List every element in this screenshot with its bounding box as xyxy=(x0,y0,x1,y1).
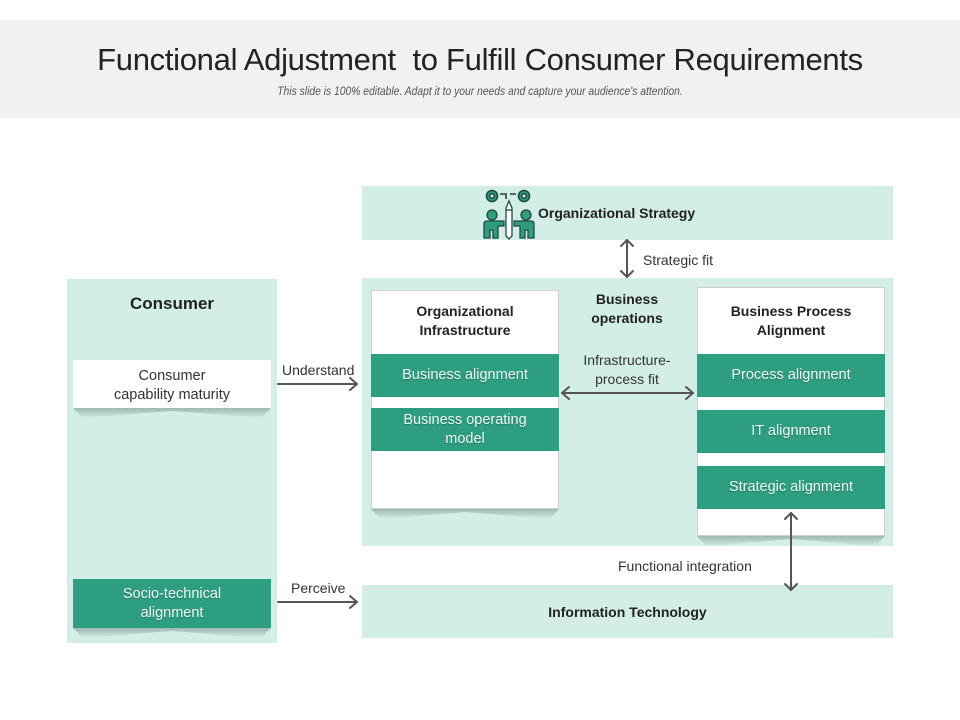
socio-line-1: Socio-technical xyxy=(122,585,222,602)
page-title: Functional Adjustment to Fulfill Consume… xyxy=(97,42,863,77)
bo-line-1: Business xyxy=(595,291,659,307)
ipf-line-1: Infrastructure- xyxy=(583,352,671,368)
understand-label: Understand xyxy=(282,362,355,378)
org-infra-title-line-1: Organizational xyxy=(416,303,514,319)
strategic-fit-label: Strategic fit xyxy=(643,252,714,268)
business-operations-title: Business operations xyxy=(567,290,687,328)
bo-line-2: operations xyxy=(591,310,663,326)
functional-integration-label: Functional integration xyxy=(618,558,752,574)
it-alignment-box: IT alignment xyxy=(697,410,885,453)
information-technology-box xyxy=(362,585,893,638)
strategic-fit-arrow xyxy=(620,239,634,278)
organizational-infrastructure-title: Organizational Infrastructure xyxy=(371,302,559,340)
business-alignment-box: Business alignment xyxy=(371,354,559,397)
process-alignment-box: Process alignment xyxy=(697,354,885,397)
bom-line-2: model xyxy=(445,430,485,447)
consumer-title: Consumer xyxy=(129,294,215,313)
capability-line-1: Consumer xyxy=(138,368,206,384)
consumer-capability-maturity-box xyxy=(73,360,271,408)
page-subtitle: This slide is 100% editable. Adapt it to… xyxy=(277,84,683,98)
information-technology-label: Information Technology xyxy=(548,604,707,620)
organizational-strategy-box xyxy=(362,186,893,240)
bpa-title-line-2: Alignment xyxy=(756,322,826,338)
header-band: Functional Adjustment to Fulfill Consume… xyxy=(0,20,960,118)
business-process-alignment-title: Business Process Alignment xyxy=(697,302,885,340)
infrastructure-process-fit-label: Infrastructure- process fit xyxy=(562,351,692,389)
business-operating-model-box: Business operating model xyxy=(371,408,559,451)
teamwork-gears-icon xyxy=(482,186,536,240)
organizational-strategy-label: Organizational Strategy xyxy=(538,205,696,221)
bpa-title-line-1: Business Process xyxy=(730,303,852,319)
socio-line-2: alignment xyxy=(140,604,204,621)
strategic-alignment-box: Strategic alignment xyxy=(697,466,885,509)
org-infra-title-line-2: Infrastructure xyxy=(419,322,511,338)
socio-technical-alignment-box: Socio-technical alignment xyxy=(73,579,271,628)
capability-line-2: capability maturity xyxy=(113,387,231,403)
perceive-label: Perceive xyxy=(291,580,346,596)
bom-line-1: Business operating xyxy=(403,411,527,428)
ipf-line-2: process fit xyxy=(595,371,659,387)
consumer-capability-maturity-label: Consumer capability maturity xyxy=(73,367,271,405)
organizational-infrastructure-card xyxy=(371,290,559,509)
